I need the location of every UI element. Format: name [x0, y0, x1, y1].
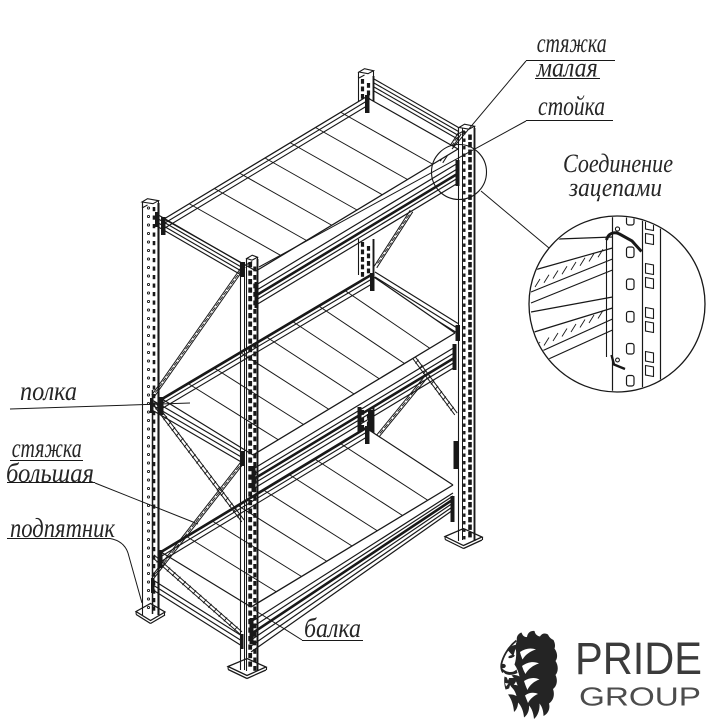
- svg-text:Соединение: Соединение: [563, 150, 673, 179]
- svg-text:большая: большая: [6, 459, 94, 489]
- svg-text:подпятник: подпятник: [10, 514, 115, 544]
- svg-text:стяжка: стяжка: [12, 434, 82, 464]
- svg-text:стойка: стойка: [538, 92, 605, 122]
- svg-text:GROUP: GROUP: [579, 684, 701, 712]
- svg-text:полка: полка: [20, 377, 77, 407]
- svg-text:стяжка: стяжка: [537, 29, 607, 59]
- svg-text:балка: балка: [304, 614, 361, 644]
- svg-text:зацепами: зацепами: [568, 174, 662, 203]
- svg-text:PRIDE: PRIDE: [575, 633, 702, 684]
